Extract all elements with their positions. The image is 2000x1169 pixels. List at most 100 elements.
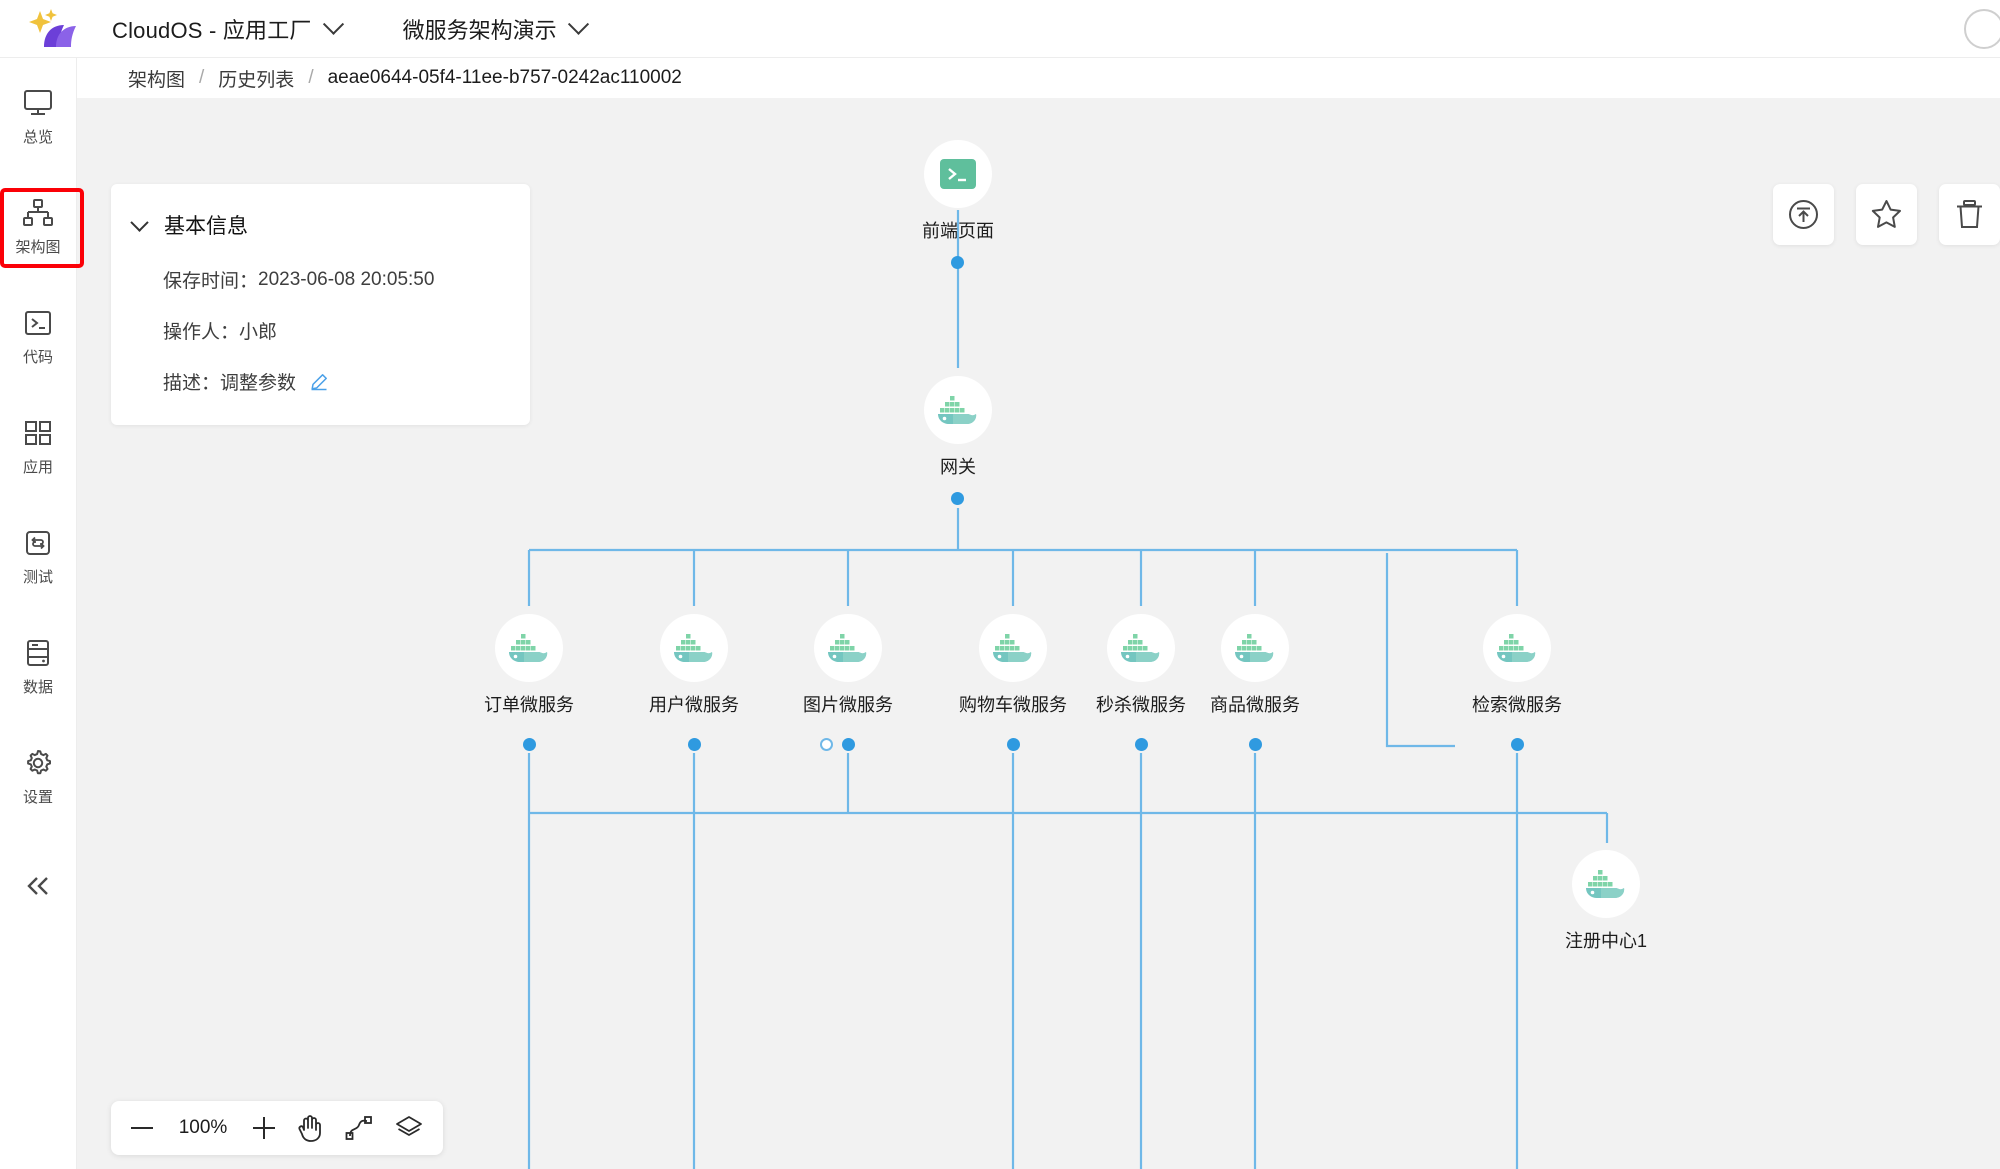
diagram-nodes: 前端页面 网 (77, 98, 2000, 1169)
zoom-out-button[interactable] (131, 1127, 153, 1129)
edge-route-button[interactable] (345, 1115, 373, 1141)
description-label: 描述： (163, 373, 221, 394)
node-order[interactable]: 订单微服务 (484, 614, 574, 717)
port-gateway-in[interactable] (951, 492, 964, 505)
port-search-in[interactable] (1511, 738, 1524, 751)
node-image[interactable]: 图片微服务 (803, 614, 893, 717)
upload-circle-icon (1789, 200, 1818, 229)
port-frontend-in[interactable] (951, 256, 964, 269)
node-bubble (1107, 614, 1175, 682)
node-registry[interactable]: 注册中心1 (1561, 850, 1651, 953)
description-value: 调整参数 (220, 373, 297, 394)
app-logo[interactable] (0, 0, 108, 58)
sitemap-icon (23, 197, 53, 229)
sidebar: 总览 架构图 代码 应用 测试 数据 设置 (0, 58, 84, 1169)
node-product[interactable]: 商品微服务 (1210, 614, 1300, 717)
sidebar-item-apps[interactable]: 应用 (7, 414, 69, 480)
port-cart-in[interactable] (1007, 738, 1020, 751)
canvas-action-buttons (1773, 184, 2000, 245)
main-area: 架构图 / 历史列表 / aeae0644-05f4-11ee-b757-024… (77, 58, 2000, 1169)
sidebar-item-label: 设置 (22, 789, 53, 806)
node-frontend[interactable]: 前端页面 (913, 140, 1003, 243)
save-time-value: 2023-06-08 20:05:50 (258, 268, 435, 290)
port-image-extra[interactable] (820, 738, 833, 751)
app-title[interactable]: CloudOS - 应用工厂 (112, 13, 344, 45)
sidebar-item-label: 数据 (22, 679, 53, 696)
sidebar-item-label: 代码 (22, 349, 53, 366)
node-gateway[interactable]: 网关 (913, 376, 1003, 479)
pan-tool-button[interactable] (297, 1114, 323, 1142)
port-order-in[interactable] (523, 738, 536, 751)
chevron-down-icon[interactable] (130, 212, 149, 232)
sidebar-item-label: 架构图 (15, 239, 61, 256)
chevron-down-icon[interactable] (322, 13, 344, 35)
node-bubble (924, 376, 992, 444)
plus-icon (253, 1117, 275, 1139)
double-chevron-left-icon (23, 873, 53, 904)
node-label: 网关 (940, 457, 976, 477)
terminal-window-icon (940, 159, 976, 189)
hand-pan-icon (298, 1115, 321, 1142)
node-bubble (495, 614, 563, 682)
terminal-icon (24, 307, 52, 339)
delete-button[interactable] (1939, 184, 2000, 245)
layers-icon (396, 1116, 422, 1136)
grid-apps-icon (24, 417, 52, 449)
top-bar-right (1964, 0, 2000, 58)
node-label: 检索微服务 (1472, 695, 1562, 715)
operator-value: 小郎 (239, 322, 278, 343)
avatar[interactable] (1964, 9, 2000, 49)
node-label: 图片微服务 (803, 695, 893, 715)
minus-icon (131, 1127, 153, 1129)
node-label: 订单微服务 (484, 695, 574, 715)
docker-whale-icon (1497, 634, 1536, 662)
docker-whale-icon (509, 634, 548, 662)
breadcrumb-parent[interactable]: 历史列表 (218, 69, 295, 91)
docker-whale-icon (828, 634, 867, 662)
node-label: 注册中心1 (1564, 931, 1647, 951)
sparkle-swoosh-logo-icon (29, 8, 76, 47)
sidebar-item-label: 测试 (22, 569, 53, 586)
sidebar-item-data[interactable]: 数据 (7, 634, 69, 700)
breadcrumb-separator: / (308, 67, 314, 88)
node-search[interactable]: 检索微服务 (1472, 614, 1562, 717)
node-user[interactable]: 用户微服务 (649, 614, 739, 717)
database-icon (25, 637, 51, 669)
node-seckill[interactable]: 秒杀微服务 (1096, 614, 1186, 717)
node-label: 用户微服务 (649, 695, 739, 715)
diagram-canvas[interactable]: 前端页面 网 (77, 98, 2000, 1169)
sidebar-item-architecture[interactable]: 架构图 (0, 188, 84, 268)
chevron-down-icon[interactable] (567, 13, 589, 35)
docker-whale-icon (938, 396, 977, 424)
save-time-row: 保存时间： 2023-06-08 20:05:50 (111, 266, 530, 293)
port-user-in[interactable] (688, 738, 701, 751)
zoom-in-button[interactable] (253, 1117, 275, 1139)
zoom-level[interactable]: 100% (178, 1117, 228, 1138)
sidebar-collapse-button[interactable] (15, 868, 61, 908)
breadcrumb-root[interactable]: 架构图 (128, 69, 186, 91)
sidebar-item-test[interactable]: 测试 (7, 524, 69, 590)
sidebar-item-code[interactable]: 代码 (7, 304, 69, 370)
node-label: 购物车微服务 (959, 695, 1067, 715)
basic-info-header[interactable]: 基本信息 (111, 210, 530, 240)
sidebar-item-settings[interactable]: 设置 (7, 744, 69, 810)
node-bubble (924, 140, 992, 208)
project-switcher[interactable]: 微服务架构演示 (402, 13, 589, 45)
docker-whale-icon (674, 634, 713, 662)
layers-button[interactable] (395, 1115, 423, 1141)
project-title-text: 微服务架构演示 (402, 17, 557, 43)
description-row: 描述： 调整参数 (111, 368, 530, 395)
port-image-in[interactable] (842, 738, 855, 751)
node-bubble (979, 614, 1047, 682)
port-product-in[interactable] (1249, 738, 1262, 751)
sidebar-item-label: 总览 (22, 129, 53, 146)
sidebar-item-overview[interactable]: 总览 (7, 84, 69, 150)
docker-whale-icon (1586, 870, 1625, 898)
node-bubble (1572, 850, 1640, 918)
pencil-edit-icon[interactable] (310, 373, 328, 391)
export-button[interactable] (1773, 184, 1834, 245)
port-seckill-in[interactable] (1135, 738, 1148, 751)
node-cart[interactable]: 购物车微服务 (959, 614, 1067, 717)
favorite-button[interactable] (1856, 184, 1917, 245)
node-bubble (1483, 614, 1551, 682)
